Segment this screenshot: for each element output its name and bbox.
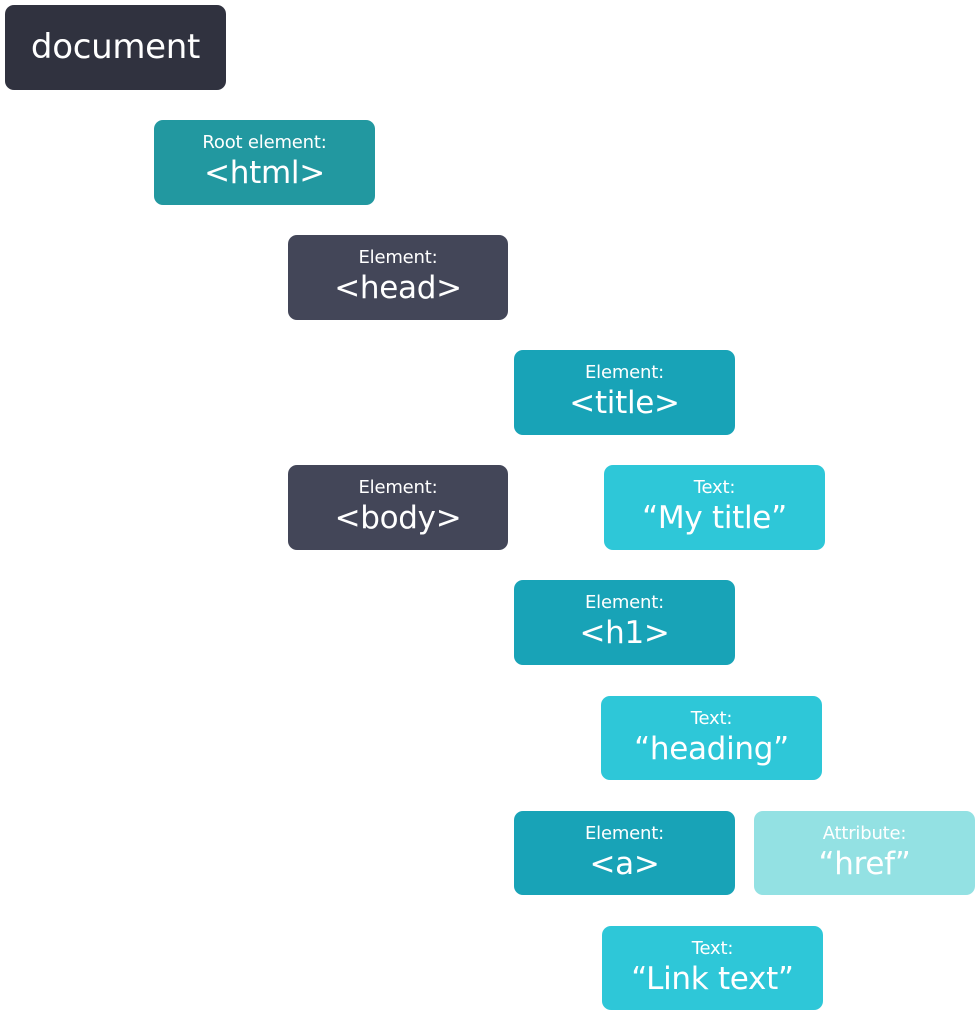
html-node-value: <html> — [204, 155, 325, 192]
a-node-value: <a> — [589, 845, 660, 882]
title-text-node-label: Text: — [693, 477, 736, 499]
document-node-value: document — [30, 26, 201, 67]
head-node: Element: <head> — [288, 235, 508, 320]
h1-node-value: <h1> — [579, 615, 670, 652]
h1-node: Element: <h1> — [514, 580, 735, 665]
head-node-label: Element: — [358, 247, 438, 269]
html-node: Root element: <html> — [154, 120, 375, 205]
html-node-label: Root element: — [202, 132, 327, 154]
heading-text-node: Text: “heading” — [601, 696, 822, 780]
a-node-label: Element: — [585, 822, 664, 844]
link-text-node: Text: “Link text” — [602, 926, 823, 1010]
body-node-label: Element: — [358, 477, 438, 499]
body-node: Element: <body> — [288, 465, 508, 550]
heading-text-node-label: Text: — [690, 707, 733, 729]
link-text-node-label: Text: — [691, 937, 734, 959]
head-node-value: <head> — [334, 270, 462, 307]
href-attribute-node-label: Attribute: — [822, 822, 907, 844]
link-text-node-value: “Link text” — [631, 960, 794, 997]
title-node-value: <title> — [569, 385, 680, 422]
title-node-label: Element: — [585, 362, 664, 384]
h1-node-label: Element: — [585, 592, 664, 614]
title-text-node-value: “My title” — [642, 500, 787, 537]
document-node: document — [5, 5, 226, 90]
href-attribute-node-value: “href” — [818, 845, 911, 882]
body-node-value: <body> — [334, 500, 462, 537]
a-node: Element: <a> — [514, 811, 735, 895]
href-attribute-node: Attribute: “href” — [754, 811, 975, 895]
title-node: Element: <title> — [514, 350, 735, 435]
heading-text-node-value: “heading” — [634, 730, 789, 767]
title-text-node: Text: “My title” — [604, 465, 825, 550]
